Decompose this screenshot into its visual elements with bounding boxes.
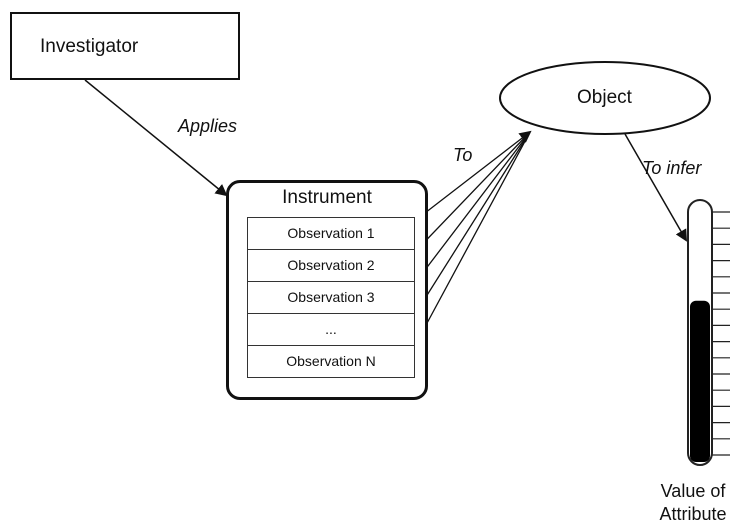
observation-item: Observation 1 bbox=[247, 217, 415, 250]
observation-arrows bbox=[411, 130, 532, 352]
thermometer-ticks bbox=[712, 211, 730, 456]
observation-item: Observation N bbox=[247, 345, 415, 378]
observation-item: ... bbox=[247, 313, 415, 346]
instrument-title: Instrument bbox=[282, 187, 372, 208]
observation-arrow bbox=[411, 131, 531, 320]
observation-list: Observation 1 Observation 2 Observation … bbox=[247, 217, 415, 378]
applies-arrow bbox=[84, 79, 228, 197]
observation-item: Observation 2 bbox=[247, 249, 415, 282]
observation-item: Observation 3 bbox=[247, 281, 415, 314]
to-label: To bbox=[453, 145, 473, 165]
value-of-attribute-label: Value of Attribute bbox=[659, 481, 727, 524]
to-infer-arrow bbox=[624, 133, 687, 242]
observation-arrow bbox=[411, 131, 531, 256]
investigator-box: Investigator bbox=[10, 12, 240, 80]
observation-arrow bbox=[411, 131, 531, 288]
instrument-box: Instrument Observation 1 Observation 2 O… bbox=[226, 180, 428, 400]
applies-label: Applies bbox=[178, 116, 238, 136]
to-infer-label: To infer bbox=[642, 158, 702, 178]
object-label: Object bbox=[577, 87, 632, 108]
investigator-label: Investigator bbox=[40, 36, 139, 57]
thermometer-fill bbox=[690, 300, 710, 462]
observation-arrow bbox=[411, 131, 531, 352]
object-ellipse bbox=[499, 61, 711, 135]
observation-arrow bbox=[411, 130, 532, 224]
thermometer-gauge bbox=[687, 199, 730, 466]
